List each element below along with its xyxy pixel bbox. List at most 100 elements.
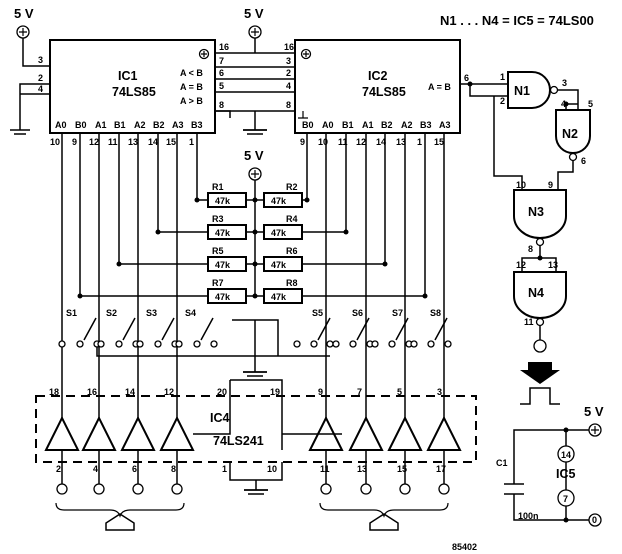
switch-s2-label: S2	[106, 308, 117, 318]
svg-text:5 V: 5 V	[14, 6, 34, 21]
svg-text:A1: A1	[95, 120, 107, 130]
ground-symbol	[243, 129, 267, 135]
svg-text:B3: B3	[420, 120, 432, 130]
svg-text:8: 8	[219, 100, 224, 110]
svg-text:10: 10	[318, 137, 328, 147]
svg-text:R8: R8	[286, 278, 298, 288]
brace-right	[319, 502, 449, 518]
input-terminals	[56, 483, 450, 495]
svg-text:B0: B0	[302, 120, 314, 130]
junction-dot	[563, 517, 569, 523]
resistor-r1: R1 47k	[207, 182, 247, 208]
svg-text:5: 5	[588, 99, 593, 109]
svg-text:2: 2	[56, 464, 61, 474]
svg-text:11: 11	[108, 137, 118, 147]
svg-text:14: 14	[148, 137, 158, 147]
switch-s7-label: S7	[392, 308, 403, 318]
svg-text:5 V: 5 V	[244, 6, 264, 21]
input-arrow-left-icon	[105, 513, 135, 531]
svg-text:3: 3	[437, 387, 442, 397]
ic1-pin-3: 3	[38, 55, 43, 65]
ic1-out-greater: A > B	[180, 96, 203, 106]
input-arrow-right-icon	[369, 513, 399, 531]
ic2-out-equal: A = B	[428, 82, 451, 92]
svg-text:14: 14	[376, 137, 386, 147]
wire-n1-n3	[493, 96, 523, 190]
svg-text:12: 12	[164, 387, 174, 397]
ic1-part: 74LS85	[112, 85, 156, 99]
supply-5v-ic5: 5 V	[584, 404, 604, 437]
svg-text:10: 10	[50, 137, 60, 147]
svg-text:N4: N4	[528, 286, 544, 300]
supply-5v-center: 5 V	[244, 6, 264, 39]
ic5-name: IC5	[556, 467, 576, 481]
switches-left: S1 S2 S3 S4	[58, 308, 218, 348]
ic1-pin-wires	[61, 133, 198, 350]
junction-dot	[467, 81, 473, 87]
svg-text:16: 16	[87, 387, 97, 397]
svg-text:B2: B2	[381, 120, 393, 130]
svg-text:9: 9	[72, 137, 77, 147]
pulse-icon	[520, 387, 560, 405]
svg-text:A2: A2	[134, 120, 146, 130]
svg-text:15: 15	[434, 137, 444, 147]
svg-text:19: 19	[270, 387, 280, 397]
buffer-terminal-wires	[61, 450, 445, 484]
svg-text:14: 14	[125, 387, 135, 397]
svg-text:2: 2	[286, 68, 291, 78]
ic1-out-equal: A = B	[180, 82, 203, 92]
ground-symbol	[244, 489, 268, 495]
svg-text:6: 6	[132, 464, 137, 474]
nand-n3: N3 10 9 8	[513, 180, 567, 254]
svg-text:16: 16	[219, 42, 229, 52]
svg-text:11: 11	[320, 464, 330, 474]
output-arrow-icon	[520, 362, 560, 384]
ic2-bottom-labels: B0 A0 B1 A1 B2 A2 B3 A3	[302, 120, 451, 130]
svg-text:15: 15	[166, 137, 176, 147]
ic1-bottom-labels: A0 B0 A1 B1 A2 B2 A3 B3	[55, 120, 203, 130]
svg-text:1: 1	[222, 464, 227, 474]
switch-s8-label: S8	[430, 308, 441, 318]
svg-text:N1: N1	[514, 84, 530, 98]
supply-5v-resistors: 5 V	[244, 148, 264, 181]
resistor-r8: R8 47k	[263, 278, 303, 304]
svg-text:7: 7	[357, 387, 362, 397]
ground-terminal: 0	[588, 513, 602, 527]
svg-text:13: 13	[396, 137, 406, 147]
svg-text:N2: N2	[562, 127, 578, 141]
svg-text:5 V: 5 V	[244, 148, 264, 163]
ic1-name: IC1	[118, 69, 138, 83]
svg-text:B0: B0	[75, 120, 87, 130]
svg-text:4: 4	[286, 81, 291, 91]
wire-ic1-gnd	[19, 83, 50, 130]
svg-text:13: 13	[357, 464, 367, 474]
svg-text:10: 10	[516, 180, 526, 190]
svg-text:1: 1	[500, 72, 505, 82]
svg-text:4: 4	[93, 464, 98, 474]
svg-text:10: 10	[267, 464, 277, 474]
ic4-top-pins: 18 16 14 12 20 19 9 7 5 3	[49, 387, 442, 397]
wire-ic2-n1	[460, 83, 508, 97]
svg-text:B1: B1	[114, 120, 126, 130]
svg-text:4: 4	[561, 99, 566, 109]
figure-number: 85402	[452, 542, 477, 552]
nand-n4: N4 12 13 11	[513, 260, 567, 327]
ic2-name: IC2	[368, 69, 388, 83]
ic4-part: 74LS241	[213, 434, 264, 448]
svg-text:20: 20	[217, 387, 227, 397]
ground-symbol	[243, 371, 267, 377]
wire-n2-n3	[557, 161, 574, 190]
svg-text:7: 7	[563, 494, 568, 504]
svg-text:R2: R2	[286, 182, 298, 192]
svg-text:3: 3	[286, 56, 291, 66]
svg-text:R1: R1	[212, 182, 224, 192]
svg-text:A0: A0	[322, 120, 334, 130]
svg-text:A3: A3	[172, 120, 184, 130]
svg-text:11: 11	[524, 317, 534, 327]
resistor-r7: R7 47k	[207, 278, 247, 304]
svg-text:A1: A1	[362, 120, 374, 130]
buffer-enable-wires	[193, 379, 342, 450]
svg-text:100n: 100n	[518, 511, 539, 521]
wire-5v-ic1	[22, 38, 50, 67]
